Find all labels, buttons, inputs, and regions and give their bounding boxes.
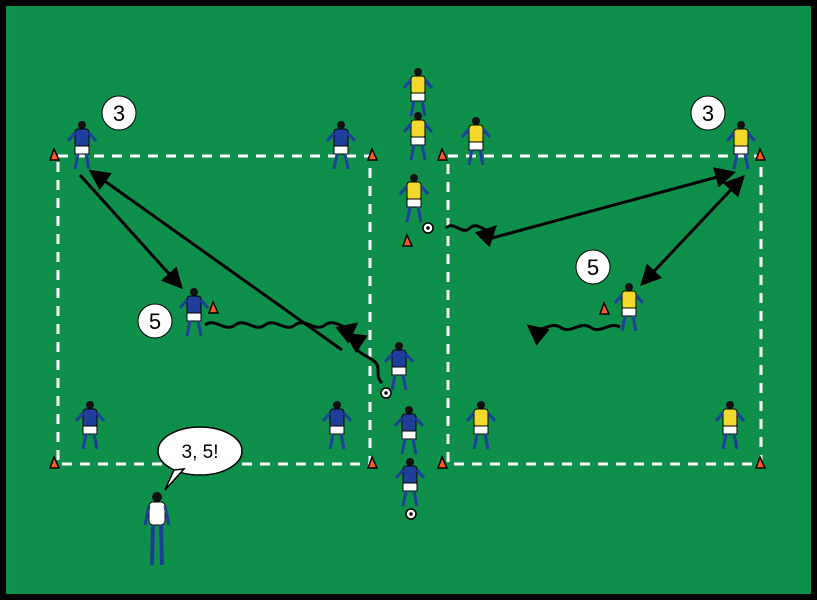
player-yellow xyxy=(402,112,434,161)
pass-arrow-left-1 xyxy=(78,173,183,290)
number-marker-left-mid: 5 xyxy=(137,303,173,339)
player-blue xyxy=(74,401,106,450)
player-blue xyxy=(383,342,415,391)
cone xyxy=(401,233,414,247)
player-yellow xyxy=(725,121,757,170)
speech-bubble: 3, 5! xyxy=(157,426,243,491)
player-yellow xyxy=(465,401,497,450)
dribble-left-1 xyxy=(204,321,359,344)
player-yellow xyxy=(460,117,492,166)
coach xyxy=(143,492,171,566)
number-marker-right-mid: 5 xyxy=(575,249,611,285)
cone xyxy=(436,455,449,469)
soccer-ball-icon xyxy=(405,508,417,520)
balls-layer xyxy=(380,222,434,520)
cone xyxy=(754,455,767,469)
number-marker-right-top: 3 xyxy=(690,95,726,131)
cone xyxy=(48,147,61,161)
movement-paths xyxy=(78,167,745,385)
dribble-right-1 xyxy=(444,224,497,248)
player-yellow xyxy=(402,68,434,117)
player-blue xyxy=(178,288,210,337)
player-yellow xyxy=(714,401,746,450)
player-blue xyxy=(66,121,98,170)
players-layer xyxy=(66,68,757,507)
cone xyxy=(48,455,61,469)
player-yellow xyxy=(398,174,430,223)
dribble-right-2 xyxy=(526,324,621,346)
cone xyxy=(207,300,220,314)
right-grid xyxy=(446,154,763,466)
cones-layer xyxy=(48,147,767,469)
player-blue xyxy=(393,406,425,455)
player-yellow xyxy=(613,283,645,332)
soccer-ball-icon xyxy=(422,222,434,234)
player-blue xyxy=(394,458,426,507)
player-blue xyxy=(321,401,353,450)
pitch-surface xyxy=(6,6,811,594)
pass-arrow-left-2 xyxy=(88,169,343,352)
cone xyxy=(366,147,379,161)
cone xyxy=(598,301,611,315)
svg-text:5: 5 xyxy=(587,255,599,280)
cone xyxy=(366,455,379,469)
dribble-left-2 xyxy=(344,332,384,385)
player-blue xyxy=(325,121,357,170)
svg-text:3: 3 xyxy=(702,101,714,126)
soccer-ball-icon xyxy=(380,387,392,399)
pass-arrow-right-2 xyxy=(640,174,745,287)
svg-text:3: 3 xyxy=(113,101,125,126)
cone xyxy=(754,147,767,161)
svg-text:3, 5!: 3, 5! xyxy=(182,442,219,463)
svg-text:5: 5 xyxy=(149,309,161,334)
cone xyxy=(436,147,449,161)
number-marker-left-top: 3 xyxy=(101,95,137,131)
labels-layer: 3 3 5 5 3, 5! xyxy=(101,95,726,491)
